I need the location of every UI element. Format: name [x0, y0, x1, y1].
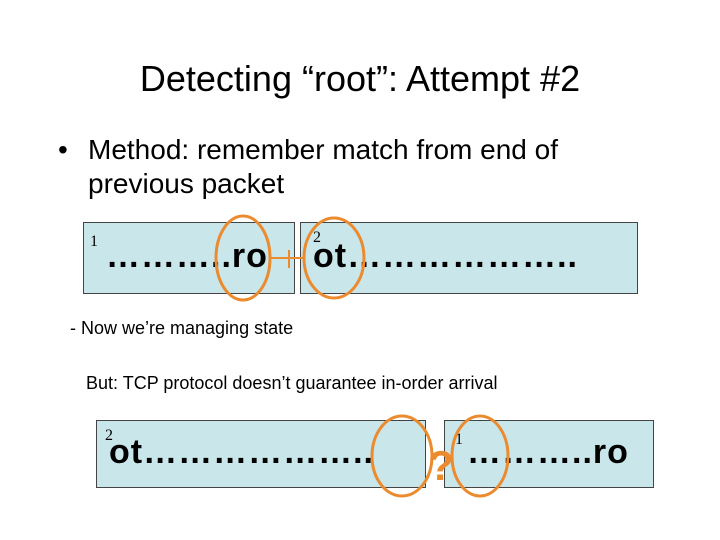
packet-number: 2: [313, 229, 321, 246]
state-note: - Now we’re managing state: [70, 318, 294, 338]
slide-title: Detecting “root”: Attempt #2: [139, 58, 581, 99]
connector-question-mark: ?: [428, 442, 454, 489]
packet-payload: ………..ro: [106, 237, 268, 275]
packet-number: 1: [90, 233, 98, 250]
packet-2-box: 2 ot………………..: [300, 222, 638, 294]
tcp-note: But: TCP protocol doesn’t guarantee in-o…: [86, 373, 498, 393]
highlight-circle-start: [450, 414, 510, 498]
bullet-symbol: •: [58, 134, 68, 165]
packet-1-box-reordered: 1 ………..ro: [444, 420, 654, 488]
highlight-circle-ot: [302, 216, 366, 300]
packet-payload: ………..ro: [467, 433, 629, 471]
packet-number: 1: [455, 431, 463, 448]
packet-payload: ot………………..: [109, 433, 374, 471]
highlight-circle-end: [370, 414, 434, 498]
packet-payload: ot………………..: [313, 237, 578, 275]
packet-number: 2: [105, 427, 113, 444]
highlight-circle-ro: [214, 214, 272, 302]
bullet-text: Method: remember match from end of previ…: [88, 134, 558, 199]
packet-1-box: 1 ………..ro: [83, 222, 295, 294]
